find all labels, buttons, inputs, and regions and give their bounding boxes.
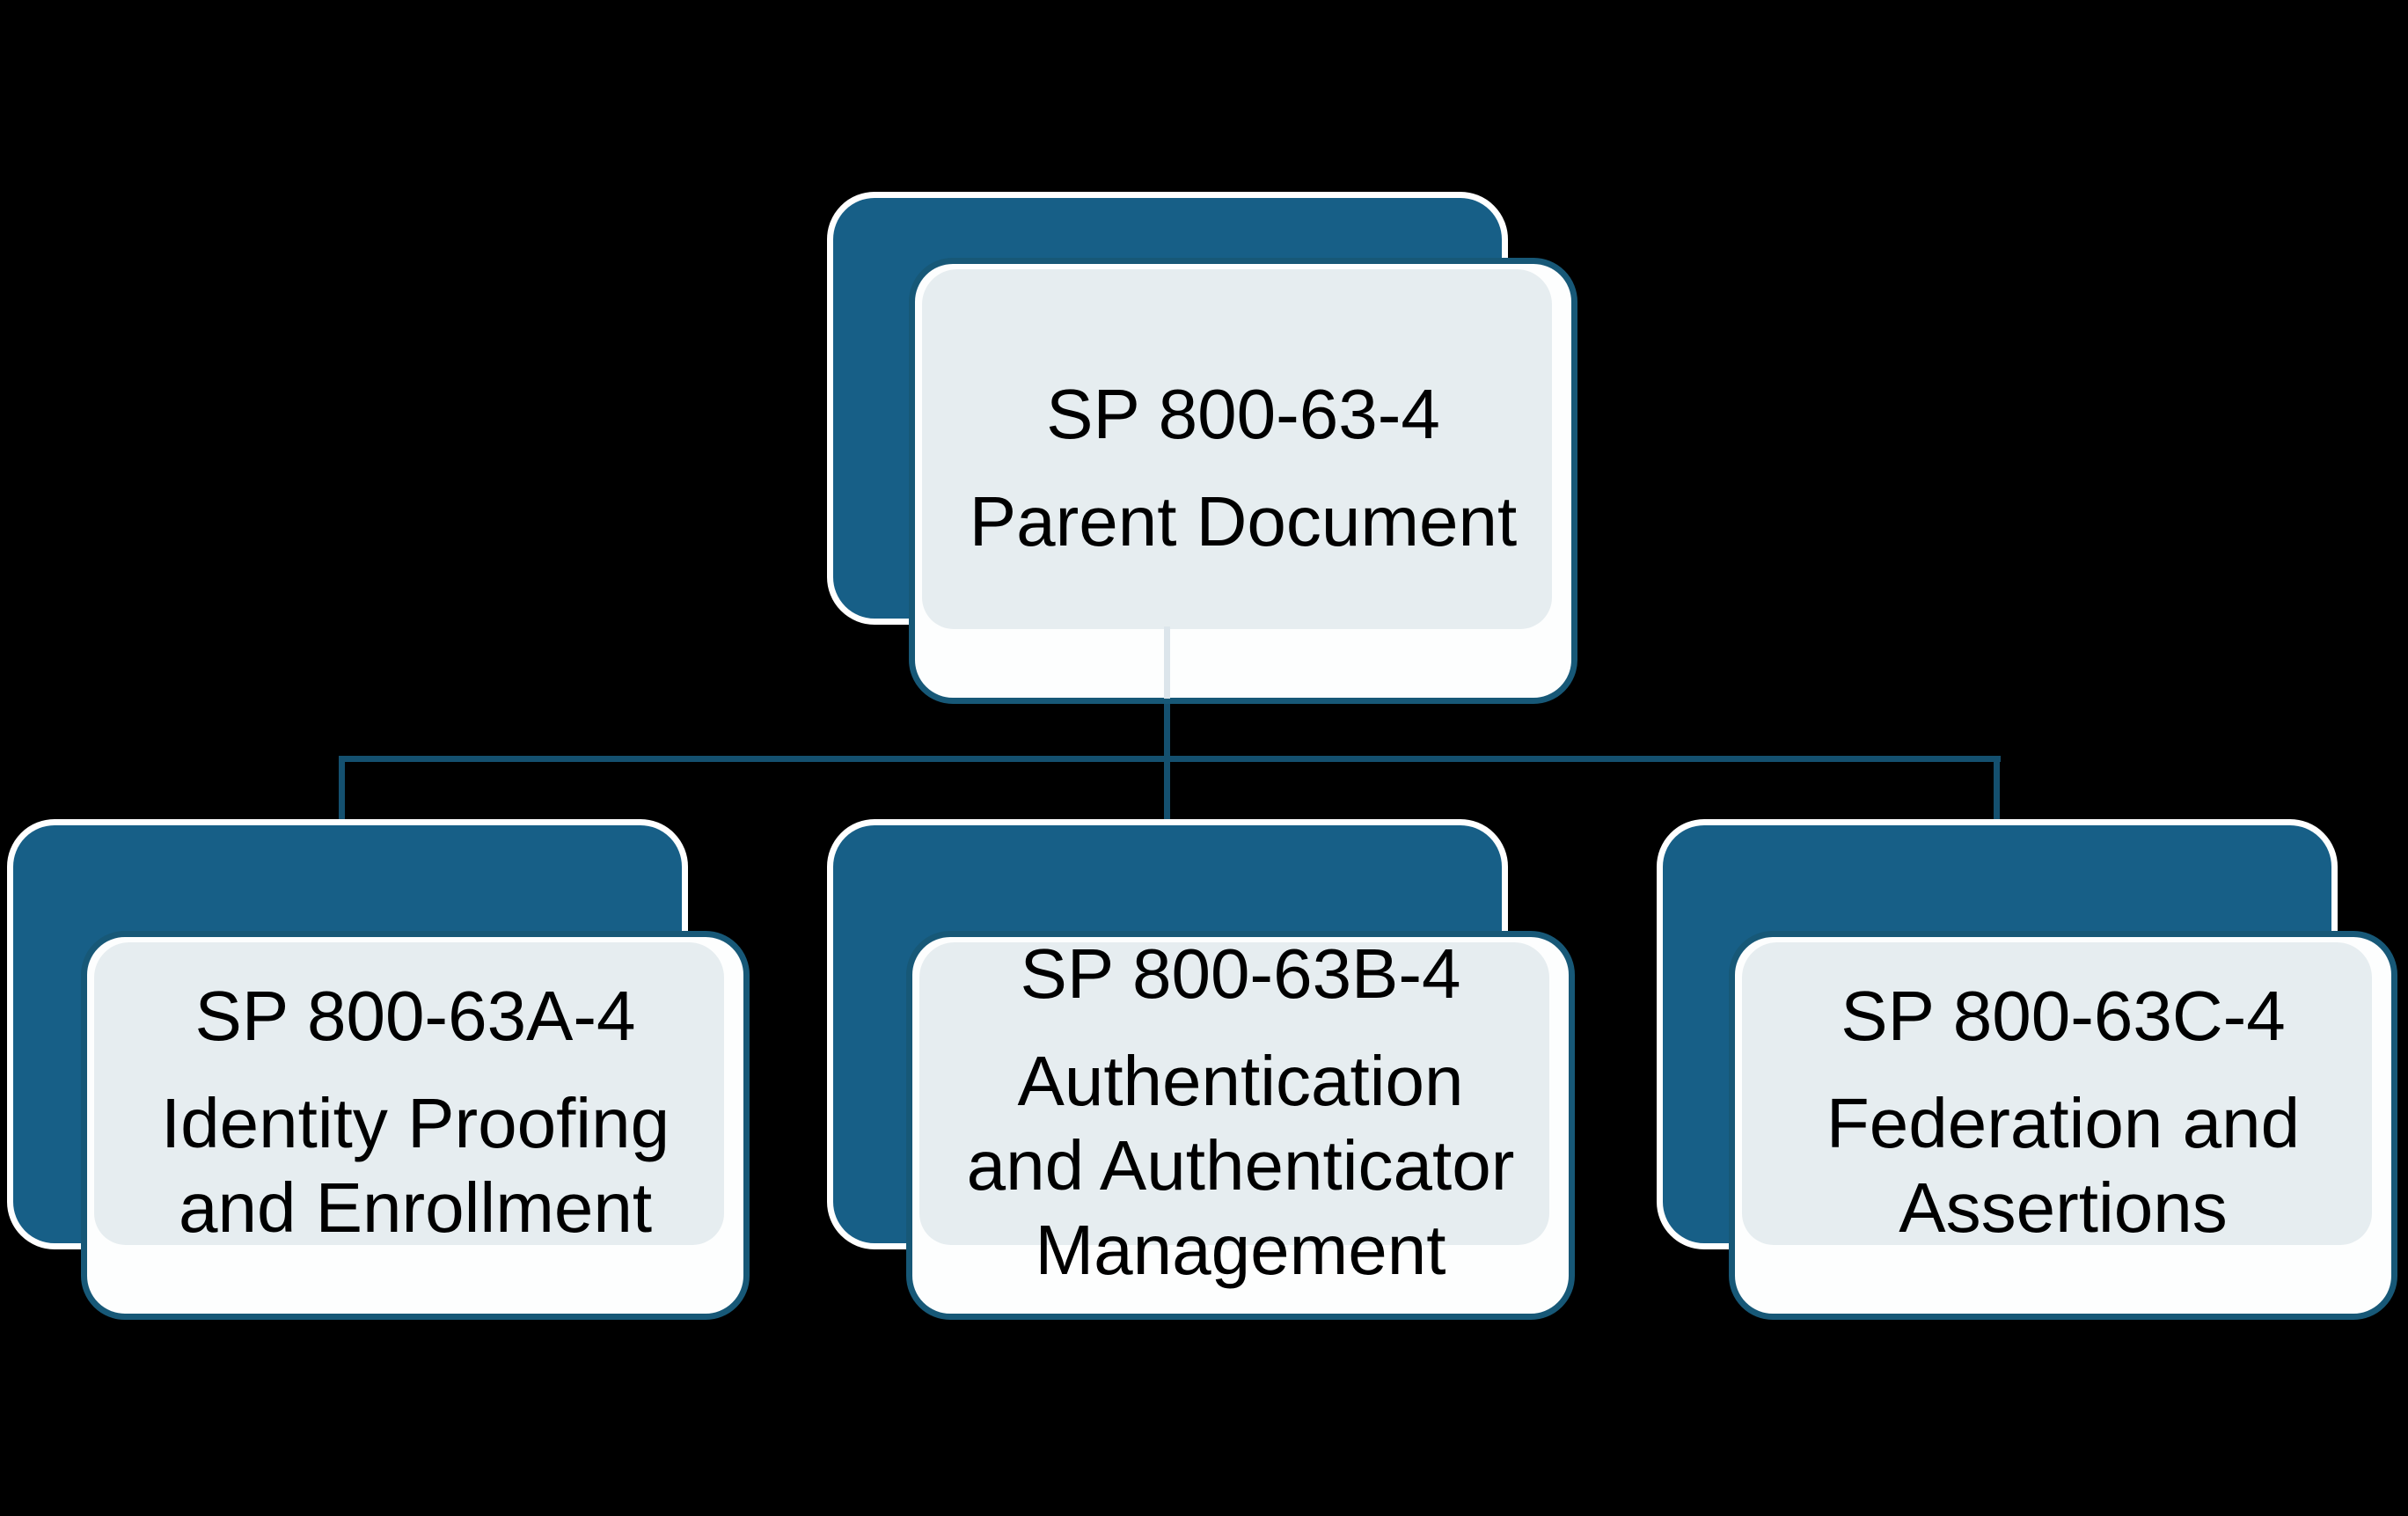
child-63c-title: SP 800-63C-4: [1841, 977, 2286, 1055]
child-63b-title: SP 800-63B-4: [1020, 934, 1461, 1013]
child-63c-card: SP 800-63C-4 Federation and Assertions: [1729, 931, 2397, 1320]
parent-card: SP 800-63-4 Parent Document: [909, 258, 1577, 704]
connector-overlay-artifact: [1164, 626, 1170, 699]
child-63a-card: SP 800-63A-4 Identity Proofing and Enrol…: [81, 931, 750, 1320]
parent-subtitle: Parent Document: [969, 481, 1518, 560]
parent-title: SP 800-63-4: [1046, 374, 1440, 453]
connector-drop-right: [1994, 756, 2000, 827]
parent-accent-overlay: [922, 269, 1552, 629]
child-63a-accent-overlay: [94, 942, 724, 1245]
child-63a-subtitle: Identity Proofing and Enrollment: [160, 1084, 670, 1247]
child-63a-title: SP 800-63A-4: [194, 977, 636, 1055]
connector-horizontal: [339, 756, 2001, 762]
child-63c-subtitle: Federation and Assertions: [1826, 1084, 2301, 1247]
connector-drop-left: [339, 756, 345, 827]
child-63b-card: SP 800-63B-4 Authentication and Authenti…: [906, 931, 1575, 1320]
child-63c-accent-overlay: [1742, 942, 2372, 1245]
child-63b-subtitle: Authentication and Authenticator Managem…: [966, 1042, 1515, 1289]
child-63b-accent-overlay: [919, 942, 1549, 1245]
